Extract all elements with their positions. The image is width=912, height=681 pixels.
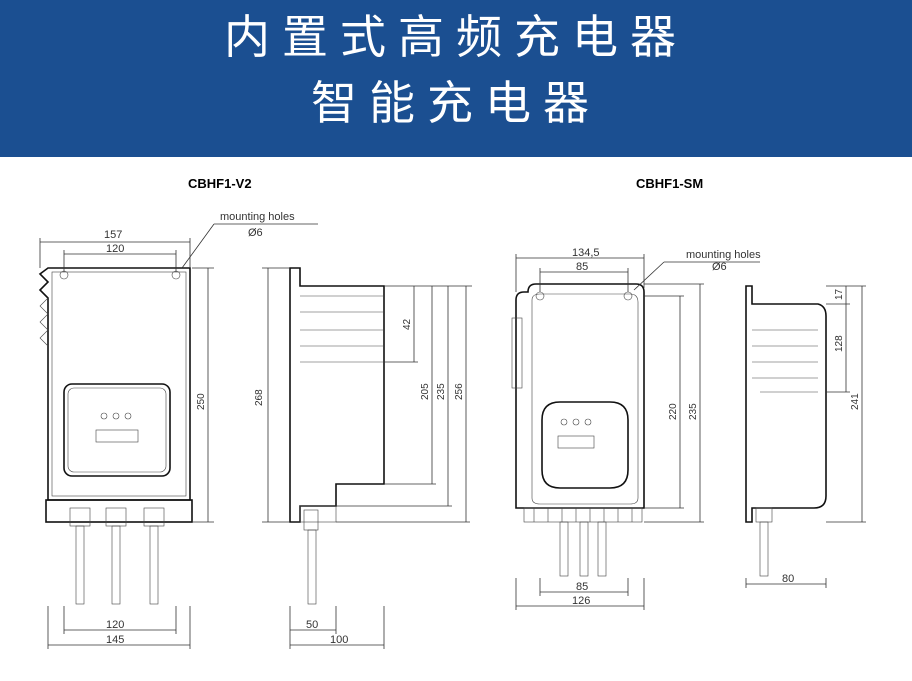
right-side-view	[745, 285, 866, 588]
dim-right-85-bottom: 85	[576, 581, 588, 593]
right-front-view	[511, 254, 760, 610]
left-model-label: CBHF1-V2	[188, 176, 252, 191]
dim-left-268: 268	[254, 389, 265, 406]
left-mounting-label: mounting holes	[220, 211, 295, 223]
header-banner: 内置式高频充电器 智能充电器	[0, 0, 912, 157]
dim-left-157: 157	[104, 229, 122, 241]
dim-right-17: 17	[834, 288, 845, 300]
dim-left-100: 100	[330, 634, 348, 646]
dim-right-235: 235	[688, 403, 699, 420]
right-model-label: CBHF1-SM	[636, 176, 704, 191]
left-side-view	[262, 267, 472, 649]
dim-right-85-top: 85	[576, 261, 588, 273]
dim-right-134-5: 134,5	[572, 247, 600, 259]
dim-left-235: 235	[436, 383, 447, 400]
dim-left-50: 50	[306, 619, 318, 631]
title-line-2: 智能充电器	[311, 76, 601, 130]
dim-left-205: 205	[420, 383, 431, 400]
dim-right-126: 126	[572, 595, 590, 607]
dim-left-120-bottom: 120	[106, 619, 124, 631]
dim-right-220: 220	[668, 403, 679, 420]
dim-left-120-top: 120	[106, 243, 124, 255]
dim-right-241: 241	[850, 393, 861, 410]
dim-right-128: 128	[834, 335, 845, 352]
right-hole-dia: Ø6	[712, 261, 727, 273]
title-line-1: 内置式高频充电器	[224, 10, 688, 64]
dim-left-250: 250	[196, 393, 207, 410]
dim-left-256: 256	[454, 383, 465, 400]
dim-left-145: 145	[106, 634, 124, 646]
left-hole-dia: Ø6	[248, 227, 263, 239]
right-mounting-label: mounting holes	[686, 249, 761, 261]
left-front-view	[38, 223, 318, 649]
dim-right-80: 80	[782, 573, 794, 585]
dim-left-42: 42	[402, 318, 413, 330]
